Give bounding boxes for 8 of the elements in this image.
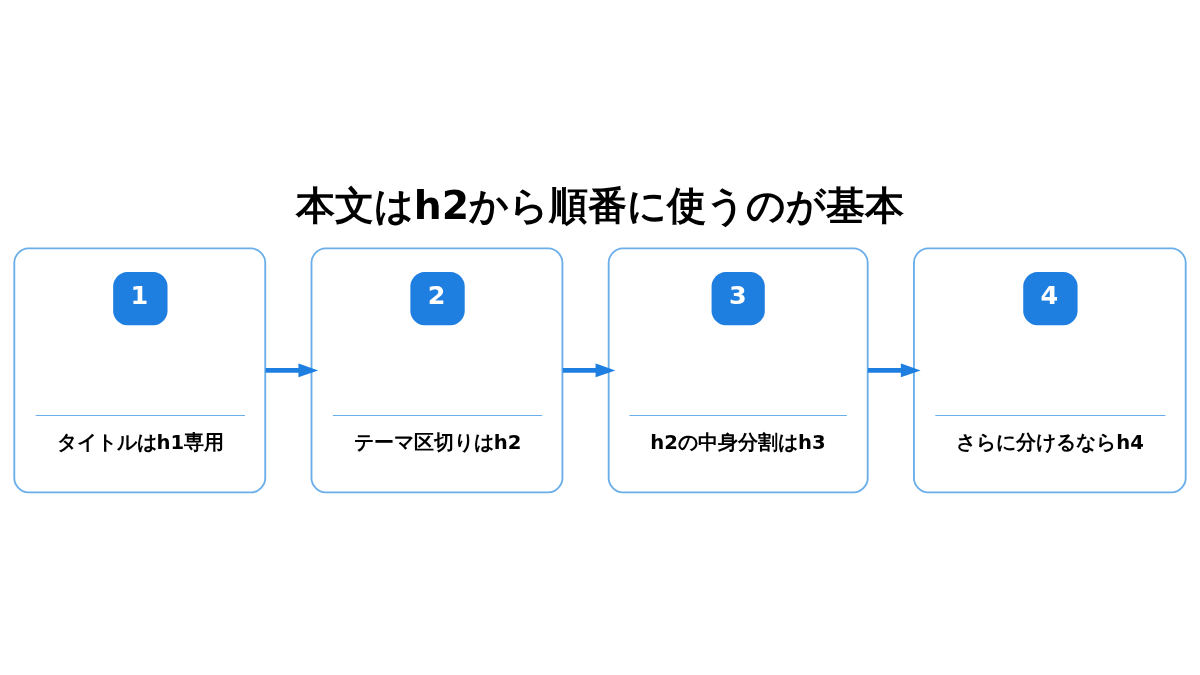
arrow bbox=[562, 362, 616, 377]
node-box: 4 さらに分けるならh4 bbox=[913, 246, 1187, 493]
node-box: 1 タイトルはh1専用 bbox=[13, 246, 267, 493]
arrow bbox=[265, 362, 319, 377]
node-box: 2 テーマ区切りはh2 bbox=[310, 246, 564, 493]
node-box: 3 h2の中身分割はh3 bbox=[607, 246, 869, 493]
diagram-title: 本文はh2から順番に使うのが基本 bbox=[295, 182, 905, 228]
arrow bbox=[867, 362, 921, 377]
